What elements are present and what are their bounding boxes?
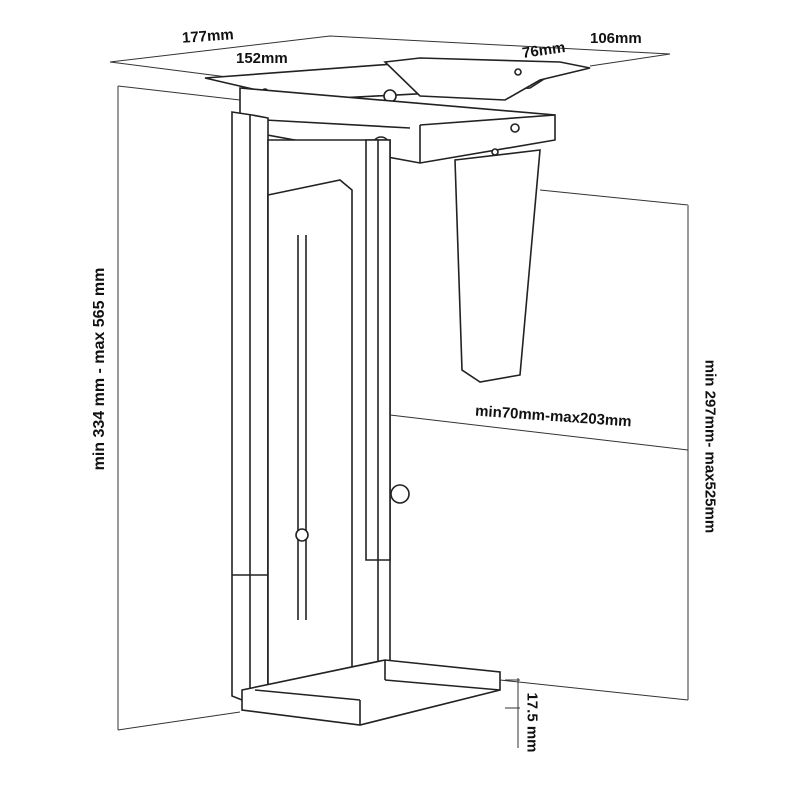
left-panel <box>117 85 241 731</box>
bottom-foot <box>241 659 501 726</box>
foot-dimension-line <box>505 678 520 748</box>
side-clamp <box>454 149 541 383</box>
bracket-depth-label: 106mm <box>590 30 642 47</box>
depth-range-label: min 297mm- max525mm <box>701 359 719 534</box>
desk-plane <box>109 35 671 79</box>
height-range-label: min 334 mm - max 565 mm <box>91 267 108 471</box>
desk-depth-label: 177mm <box>181 26 235 47</box>
plate-width-label: 152mm <box>236 50 288 67</box>
vertical-frame <box>231 111 410 701</box>
foot-height-label: 17.5 mm <box>523 692 541 753</box>
right-panel <box>389 165 689 701</box>
